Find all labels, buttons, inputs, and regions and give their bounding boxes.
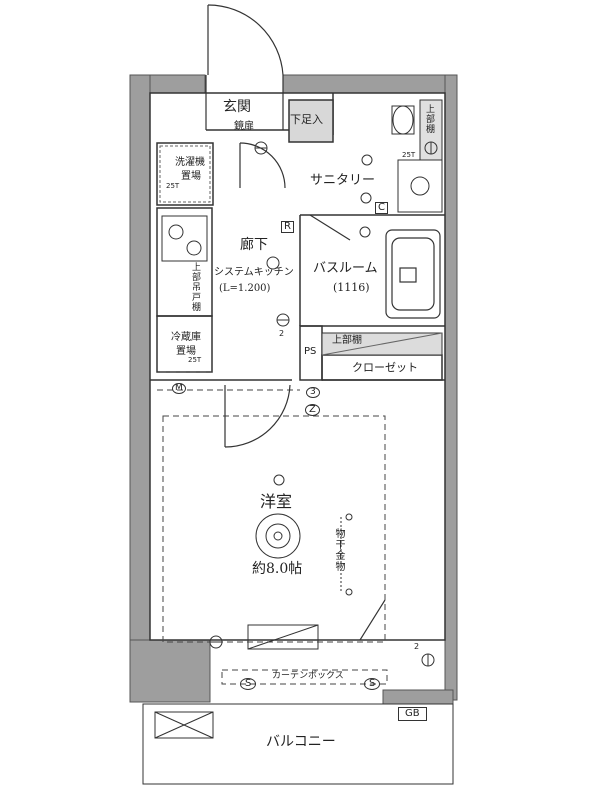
s-left-symbol: S [240,678,257,690]
jobudana-label: 上部棚 [332,335,362,346]
m-symbol: M [172,383,186,394]
kitchen-size-label: (L=1.200) [219,283,271,294]
two-b-label: 2 [414,642,420,651]
num-25t-c-label: 25T [188,356,202,364]
sentakuki-label: 洗濯機 [175,157,205,168]
hanger-dots [340,513,353,596]
bathtub [385,229,441,319]
reizouko-label: 冷蔵庫 [171,332,201,343]
gb-symbol: GB [398,707,427,721]
rouka-label: 廊下 [240,237,268,253]
outlets [209,141,438,667]
sanitary-label: サニタリー [310,173,376,188]
shitaashiire-label: 下足入 [290,113,323,126]
genkan-label: 玄関 [223,99,251,115]
structural-walls [129,74,458,705]
system-kitchen-label: システムキッチン [214,267,294,278]
closet-label: クローゼット [352,361,418,374]
three-a-label: 3 [306,387,320,398]
c-symbol: C [375,202,388,214]
two-a-label: 2 [279,329,285,338]
kyotobira-label: 鏡扉 [234,121,254,132]
r-symbol: R [281,221,294,233]
jobu-tsuru-label: 上部吊戸棚 [190,262,200,312]
entrance-door [205,4,284,130]
youshitsu-label: 洋室 [260,492,293,511]
monohoshi-label: 物干金物 [333,528,344,572]
youshitsu-size-label: 約8.0帖 [252,561,303,577]
closet-shelf [321,332,443,356]
num-25t-b-label: 25T [402,151,416,159]
curtain-box-label: カーテンボックス [272,671,344,681]
reizouko-okiba-label: 置場 [176,346,196,357]
doors [224,142,386,641]
num-25t-a-label: 25T [166,182,180,190]
ps-label: PS [304,346,317,357]
s-right-symbol: S [364,678,381,690]
ceiling-lights [255,154,373,559]
jobutana-right-label: 上部棚 [424,104,434,134]
bathroom-label: バスルーム [313,261,378,276]
stove [161,215,208,262]
laundry-pan [159,145,211,203]
okiba-label: 置場 [181,171,201,182]
balcony-label: バルコニー [266,734,336,750]
bathroom-size-label: (1116) [333,281,370,294]
z-symbol: Z [305,404,320,416]
interior-walls [142,92,454,785]
sanitary-fixtures [391,99,443,213]
window-units [154,624,319,739]
